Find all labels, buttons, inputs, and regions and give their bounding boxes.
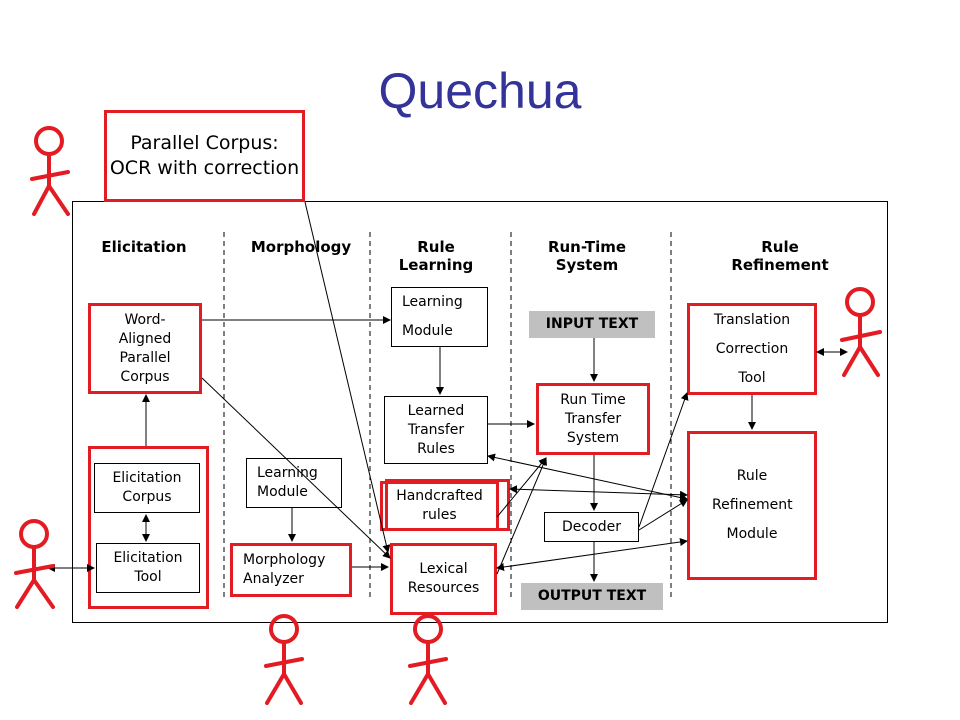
parallel-corpus-box: Parallel Corpus: OCR with correction <box>104 110 305 202</box>
morphology-analyzer-box: Morphology Analyzer <box>230 543 352 597</box>
learned-transfer-rules-box: Learned Transfer Rules <box>384 396 488 464</box>
runtime-transfer-system-box: Run Time Transfer System <box>536 383 650 455</box>
column-morphology: Morphology <box>250 238 352 256</box>
translation-correction-tool-box: Translation Correction Tool <box>687 303 817 395</box>
learning-module-box: Learning Module <box>391 287 488 347</box>
arrow-ocr-to-lexical <box>304 201 391 553</box>
user-figure-left <box>14 519 55 609</box>
output-text-box: OUTPUT TEXT <box>521 583 663 610</box>
morphology-analyzer-label: Morphology Analyzer <box>243 552 326 587</box>
diagram-frame <box>72 201 888 623</box>
arrow-lexical-refinement <box>496 538 688 571</box>
column-rule-learning: Rule Learning <box>398 238 474 274</box>
handcrafted-rules-label: Handcrafted rules <box>396 488 483 523</box>
arrow-decoder-to-refinement <box>638 499 688 531</box>
handcrafted-rules-box: Handcrafted rules <box>380 481 499 531</box>
lexical-resources-label: Lexical Resources <box>407 561 480 596</box>
lexical-resources-box: Lexical Resources <box>390 543 497 615</box>
parallel-corpus-label: Parallel Corpus: OCR with correction <box>109 132 300 179</box>
elicitation-tool-box: Elicitation Tool <box>96 543 200 593</box>
user-figure-top-left <box>30 126 70 216</box>
elicitation-corpus-label: Elicitation Corpus <box>112 470 182 505</box>
column-elicitation: Elicitation <box>101 238 187 256</box>
user-figure-right <box>840 287 882 377</box>
learned-transfer-rules-label: Learned Transfer Rules <box>407 402 465 457</box>
word-aligned-corpus-box: Word-Aligned Parallel Corpus <box>88 303 202 394</box>
learning-module-label: Learning Module <box>402 294 463 339</box>
elicitation-corpus-box: Elicitation Corpus <box>94 463 200 513</box>
arrow-lexical-to-runtime <box>496 457 547 575</box>
decoder-label: Decoder <box>562 518 621 535</box>
morph-learning-module-label: Learning Module <box>257 465 318 500</box>
translation-correction-tool-label: Translation Correction Tool <box>713 311 791 386</box>
arrow-corpus-to-lexical <box>201 377 391 559</box>
arrow-decoder-to-translation-tool <box>638 392 689 528</box>
column-rule-refinement: Rule Refinement <box>731 238 829 274</box>
decoder-box: Decoder <box>544 512 639 542</box>
column-separators <box>223 232 672 600</box>
rule-refinement-module-box: Rule Refinement Module <box>687 431 817 580</box>
user-figure-bottom-rules <box>408 614 448 705</box>
rule-refinement-module-label: Rule Refinement Module <box>712 468 793 542</box>
output-text-label: OUTPUT TEXT <box>537 588 647 604</box>
elicitation-tool-label: Elicitation Tool <box>113 550 183 585</box>
runtime-transfer-system-label: Run Time Transfer System <box>560 391 626 446</box>
input-text-box: INPUT TEXT <box>529 311 655 338</box>
slide-title: Quechua <box>378 63 582 119</box>
word-aligned-corpus-label: Word-Aligned Parallel Corpus <box>118 311 172 385</box>
user-figure-bottom-morphology <box>264 614 304 705</box>
input-text-label: INPUT TEXT <box>545 316 639 332</box>
column-runtime-system: Run-Time System <box>547 238 627 274</box>
arrow-handcrafted-refinement <box>509 485 688 499</box>
